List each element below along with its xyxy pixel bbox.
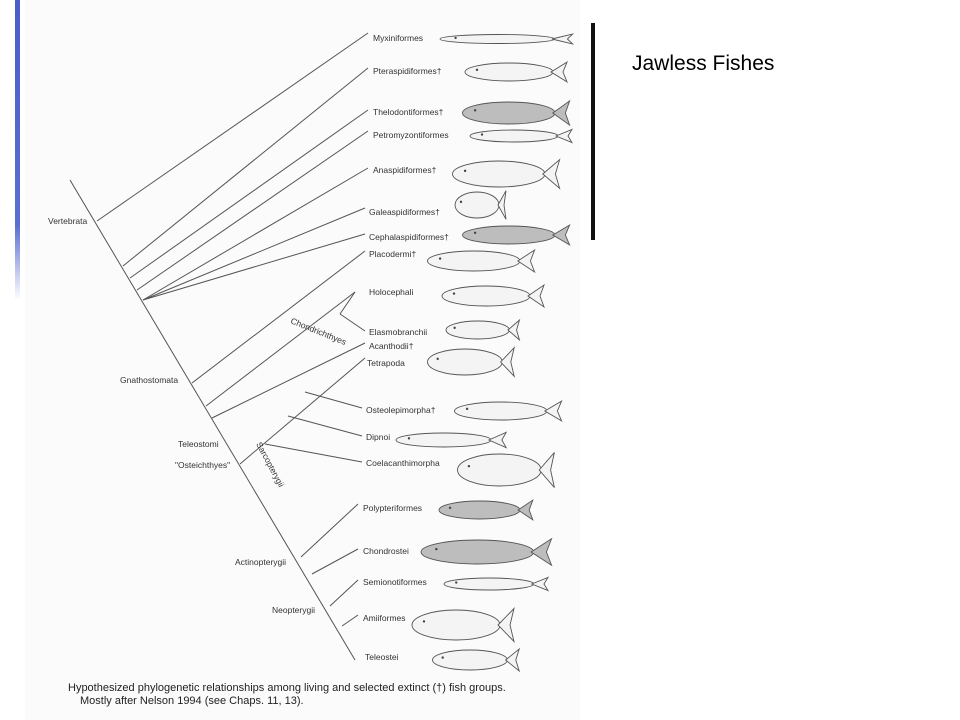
fish-illustration-dipnoi <box>395 431 508 449</box>
taxon-label-cephalaspidiformes: Cephalaspidiformes† <box>369 232 449 242</box>
fish-illustration-holocephali <box>441 283 545 309</box>
taxon-label-holocephali: Holocephali <box>369 287 414 297</box>
stem-line <box>69 179 356 661</box>
taxon-label-coelacanthimorpha: Coelacanthimorpha <box>366 458 440 468</box>
branch-cephalaspidiformes <box>142 233 366 301</box>
taxon-label-thelodontiformes: Thelodontiformes† <box>373 107 444 117</box>
taxon-label-semionotiformes: Semionotiformes <box>363 577 427 587</box>
fish-illustrations <box>395 33 575 673</box>
clade-label-gnathostomata: Gnathostomata <box>120 375 178 385</box>
branch-semionotiformes <box>329 579 359 607</box>
branch-tetrapoda <box>239 357 366 465</box>
taxon-label-polypteriformes: Polypteriformes <box>363 503 422 513</box>
cladogram: Myxiniformes Pteraspidiformes† Thelodont… <box>48 32 575 673</box>
branch-pteraspidiformes <box>122 67 369 267</box>
clade-label-osteichthyes: "Osteichthyes" <box>175 460 230 470</box>
taxon-label-petromyzontiformes: Petromyzontiformes <box>373 130 449 140</box>
fish-illustration-teleostei <box>432 647 521 673</box>
branch-galeaspidiformes <box>142 207 366 301</box>
taxon-label-galeaspidiformes: Galeaspidiformes† <box>369 207 440 217</box>
taxon-label-elasmobranchii: Elasmobranchii <box>369 327 427 337</box>
taxon-label-pteraspidiformes: Pteraspidiformes† <box>373 66 442 76</box>
clade-label-vertebrata: Vertebrata <box>48 216 87 226</box>
fish-illustration-acanthodii <box>427 346 516 378</box>
taxon-label-teleostei: Teleostei <box>365 652 399 662</box>
taxon-label-amiiformes: Amiiformes <box>363 613 406 623</box>
branch-polypteriformes <box>300 503 359 558</box>
fish-illustration-pteraspidiformes <box>464 60 568 84</box>
taxon-label-placodermi: Placodermi† <box>369 249 417 259</box>
branch-acanthodii <box>211 342 366 419</box>
fish-illustration-coelacanthimorpha <box>457 452 555 488</box>
taxon-label-tetrapoda: Tetrapoda <box>367 358 405 368</box>
fish-illustration-polypteriformes <box>438 498 534 522</box>
jawless-bracket <box>591 23 595 240</box>
taxon-label-osteolepimorpha: Osteolepimorpha† <box>366 405 436 415</box>
branch-myxiniformes <box>96 32 369 222</box>
branch-coelacanthimorpha <box>264 443 363 463</box>
tree-edges <box>69 32 369 661</box>
fish-illustration-thelodontiformes <box>462 99 571 127</box>
branch-placodermi <box>191 250 366 384</box>
fish-illustration-amiiformes <box>411 607 515 643</box>
branch-chondrichthyes <box>205 291 356 407</box>
taxon-label-dipnoi: Dipnoi <box>366 432 390 442</box>
fish-illustration-galeaspidiformes <box>454 190 507 220</box>
taxon-label-anaspidiformes: Anaspidiformes† <box>373 165 437 175</box>
caption-line-1: Hypothesized phylogenetic relationships … <box>68 682 506 694</box>
branch-elasmobranchii <box>339 313 366 332</box>
branch-chondrostei <box>311 548 359 575</box>
figure-caption: Hypothesized phylogenetic relationships … <box>68 682 578 708</box>
fish-illustration-elasmobranchii <box>445 318 521 342</box>
fish-illustration-chondrostei <box>420 537 553 567</box>
slide-accent-bar <box>15 0 20 300</box>
clade-label-neopterygii: Neopterygii <box>272 605 315 615</box>
branch-petromyzontiformes <box>136 130 369 291</box>
fish-illustration-myxiniformes <box>439 33 575 45</box>
branch-osteolepimorpha <box>304 391 363 409</box>
clade-label-teleostomi: Teleostomi <box>178 439 219 449</box>
branch-anaspidiformes <box>142 167 369 301</box>
branch-dipnoi <box>287 415 363 437</box>
jawless-fishes-label: Jawless Fishes <box>632 52 775 75</box>
taxon-label-acanthodii: Acanthodii† <box>369 341 414 351</box>
clade-label-actinopterygii: Actinopterygii <box>235 557 286 567</box>
branch-thelodontiformes <box>129 109 369 279</box>
taxon-label-myxiniformes: Myxiniformes <box>373 33 423 43</box>
fish-illustration-osteolepimorpha <box>454 400 563 422</box>
fish-illustration-cephalaspidiformes <box>462 224 571 246</box>
branch-amiiformes <box>341 614 359 627</box>
caption-line-2: Mostly after Nelson 1994 (see Chaps. 11,… <box>80 695 304 707</box>
fish-illustration-placodermi <box>427 248 536 274</box>
fish-illustration-anaspidiformes <box>452 158 561 190</box>
taxon-label-chondrostei: Chondrostei <box>363 546 409 556</box>
fish-illustration-semionotiformes <box>443 576 550 592</box>
branch-holocephali <box>339 291 356 315</box>
fish-illustration-petromyzontiformes <box>469 128 574 144</box>
phylogeny-figure: Myxiniformes Pteraspidiformes† Thelodont… <box>25 0 580 720</box>
